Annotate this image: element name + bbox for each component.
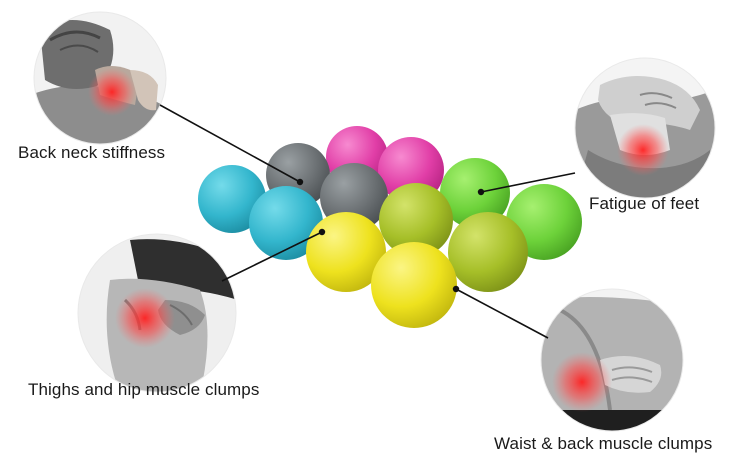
- ball-teal-back: [198, 165, 266, 233]
- photo-neck: [34, 12, 166, 144]
- label-back-neck-stiffness: Back neck stiffness: [18, 143, 166, 162]
- ball-yellow-front: [371, 242, 457, 328]
- ball-olive-front: [448, 212, 528, 292]
- ball-olive-back: [379, 183, 453, 257]
- connector-lines: [159, 104, 576, 339]
- photo-feet: [575, 58, 715, 198]
- dot-thigh: [318, 228, 326, 236]
- photo-waist: [541, 289, 683, 431]
- dot-neck: [296, 178, 304, 186]
- dot-feet: [477, 188, 485, 196]
- massage-balls: [198, 126, 582, 328]
- connector-dots: [296, 178, 485, 293]
- connector-neck: [159, 104, 301, 183]
- ball-yellow-back: [306, 212, 386, 292]
- ball-lime-back: [440, 158, 510, 228]
- connector-feet: [480, 172, 576, 193]
- connector-waist: [455, 288, 549, 339]
- ball-teal-front: [249, 186, 323, 260]
- label-thighs-hip-muscle-clumps: Thighs and hip muscle clumps: [28, 380, 260, 399]
- label-waist-back-muscle-clumps: Waist & back muscle clumps: [494, 434, 713, 453]
- connector-thigh: [221, 231, 323, 282]
- label-fatigue-of-feet: Fatigue of feet: [589, 194, 700, 213]
- dot-waist: [452, 285, 460, 293]
